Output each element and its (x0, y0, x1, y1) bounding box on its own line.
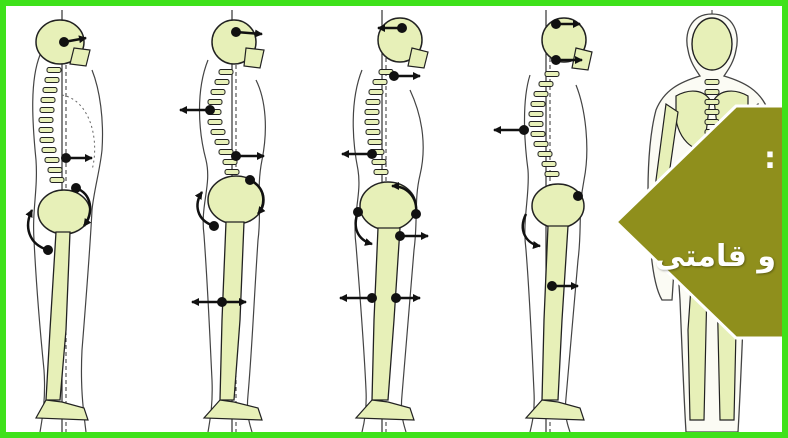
spine (365, 70, 393, 175)
posture-illustration (6, 6, 782, 432)
posture-figure-4 (494, 10, 592, 432)
spine (39, 68, 64, 183)
banner-colon: : (764, 141, 776, 176)
posture-figure-3 (340, 10, 428, 432)
spine (529, 72, 559, 177)
posture-figure-2 (180, 10, 265, 432)
posture-figure-1 (28, 10, 102, 432)
title-banner (616, 106, 782, 338)
banner-text: و قامتی (655, 239, 776, 274)
